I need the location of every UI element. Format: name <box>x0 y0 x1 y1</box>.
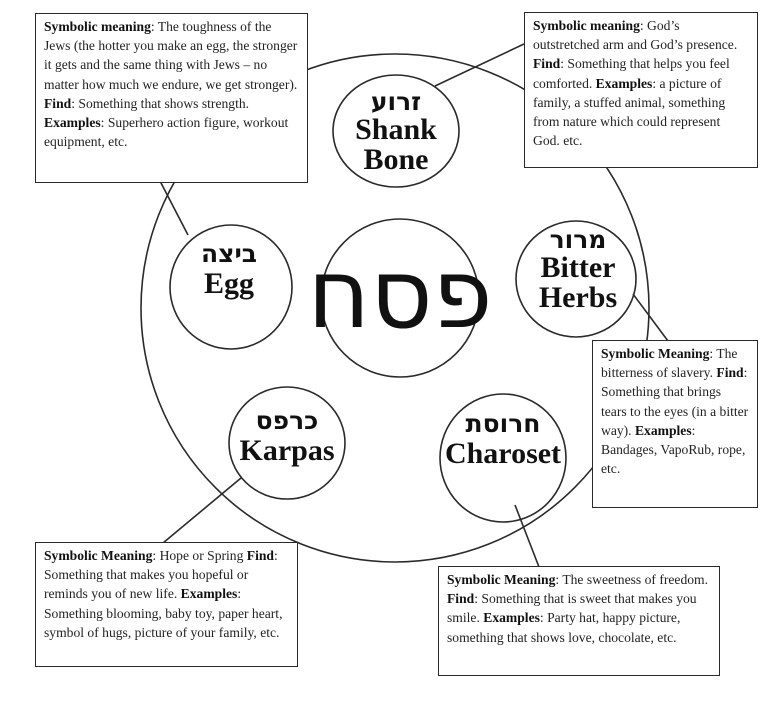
charoset-hebrew: חרוסת <box>465 409 541 438</box>
bitter-herbs-label: מרור Bitter Herbs <box>539 227 617 313</box>
shank-bone-hebrew: זרוע <box>370 87 422 116</box>
shank-bone-english-1: Shank <box>355 113 437 146</box>
egg-find-text: : Something that shows strength. <box>71 95 250 111</box>
pesach-center-circle <box>320 218 480 378</box>
egg-circle <box>169 224 293 350</box>
charoset-label: חרוסת Charoset <box>445 410 561 470</box>
shank-bone-circle <box>332 74 460 188</box>
egg-meaning-text: : The toughness of the Jews (the hotter … <box>44 19 298 92</box>
bitter-herbs-connector-line <box>632 293 669 342</box>
bitter-herbs-find-text: : Something that brings tears to the eye… <box>601 365 749 438</box>
karpas-circle <box>228 386 346 500</box>
shank-bone-find-text: : Something that helps you feel comforte… <box>533 56 730 91</box>
shank-bone-label: זרוע Shank Bone <box>355 89 437 175</box>
karpas-symbolic-box: Symbolic Meaning: Hope or Spring Find: S… <box>35 542 298 667</box>
bitter-herbs-meaning-label: Symbolic Meaning <box>601 346 710 361</box>
karpas-find-text: : Something that makes you hopeful or re… <box>44 548 278 602</box>
egg-hebrew: ביצה <box>200 239 258 268</box>
shank-bone-symbolic-box: Symbolic meaning: God’s outstretched arm… <box>524 12 758 168</box>
shank-bone-examples-text: : a picture of family, a stuffed animal,… <box>533 75 726 149</box>
karpas-examples-text: : Something blooming, baby toy, paper he… <box>44 586 283 640</box>
bitter-herbs-english-2: Herbs <box>538 281 618 314</box>
charoset-connector-line <box>514 504 540 568</box>
egg-find-label: Find <box>44 95 72 111</box>
karpas-hebrew: כרפס <box>255 406 319 435</box>
egg-connector-line <box>159 180 189 236</box>
karpas-meaning-text: : Hope or Spring <box>152 548 247 563</box>
shank-bone-connector-line <box>434 43 525 87</box>
shank-bone-english-2: Bone <box>363 143 429 176</box>
egg-symbolic-box: Symbolic meaning: The toughness of the J… <box>35 13 308 183</box>
karpas-connector-line <box>162 477 242 544</box>
egg-examples-label: Examples <box>44 115 101 131</box>
shank-bone-meaning-text: : God’s outstretched arm and God’s prese… <box>533 18 738 53</box>
karpas-english: Karpas <box>239 434 335 467</box>
bitter-herbs-english-1: Bitter <box>540 251 616 284</box>
shank-bone-meaning-label: Symbolic meaning <box>533 18 640 33</box>
charoset-meaning-label: Symbolic Meaning <box>447 572 556 587</box>
bitter-herbs-symbolic-box: Symbolic Meaning: The bitterness of slav… <box>592 340 758 508</box>
egg-label: ביצה Egg <box>201 240 257 300</box>
egg-english: Egg <box>203 267 255 300</box>
bitter-herbs-hebrew: מרור <box>549 225 607 254</box>
egg-meaning-label: Symbolic meaning <box>44 19 151 34</box>
charoset-examples-text: : Party hat, happy picture, something th… <box>447 610 681 645</box>
bitter-herbs-circle <box>515 220 637 338</box>
charoset-english: Charoset <box>444 437 562 470</box>
pesach-title: פסח <box>307 238 493 350</box>
karpas-meaning-label: Symbolic Meaning <box>44 548 153 563</box>
charoset-circle <box>439 393 567 523</box>
bitter-herbs-examples-text: : Bandages, VapoRub, rope, etc. <box>601 422 746 477</box>
karpas-examples-label: Examples <box>180 586 238 602</box>
shank-bone-find-label: Find <box>533 56 561 72</box>
bitter-herbs-meaning-text: : The bitterness of slavery. <box>601 346 738 381</box>
charoset-examples-label: Examples <box>483 610 540 626</box>
bitter-herbs-find-label: Find <box>716 365 744 381</box>
charoset-find-text: : Something that is sweet that makes you… <box>447 591 697 626</box>
charoset-meaning-text: : The sweetness of freedom. <box>555 572 709 587</box>
charoset-find-label: Find <box>447 591 475 607</box>
shank-bone-examples-label: Examples <box>595 75 653 91</box>
karpas-label: כרפס Karpas <box>239 407 334 467</box>
charoset-symbolic-box: Symbolic Meaning: The sweetness of freed… <box>438 566 720 676</box>
karpas-find-label: Find <box>246 548 274 563</box>
bitter-herbs-examples-label: Examples <box>634 422 692 438</box>
egg-examples-text: : Superhero action figure, workout equip… <box>44 115 289 150</box>
seder-plate-outer-circle <box>140 53 650 563</box>
